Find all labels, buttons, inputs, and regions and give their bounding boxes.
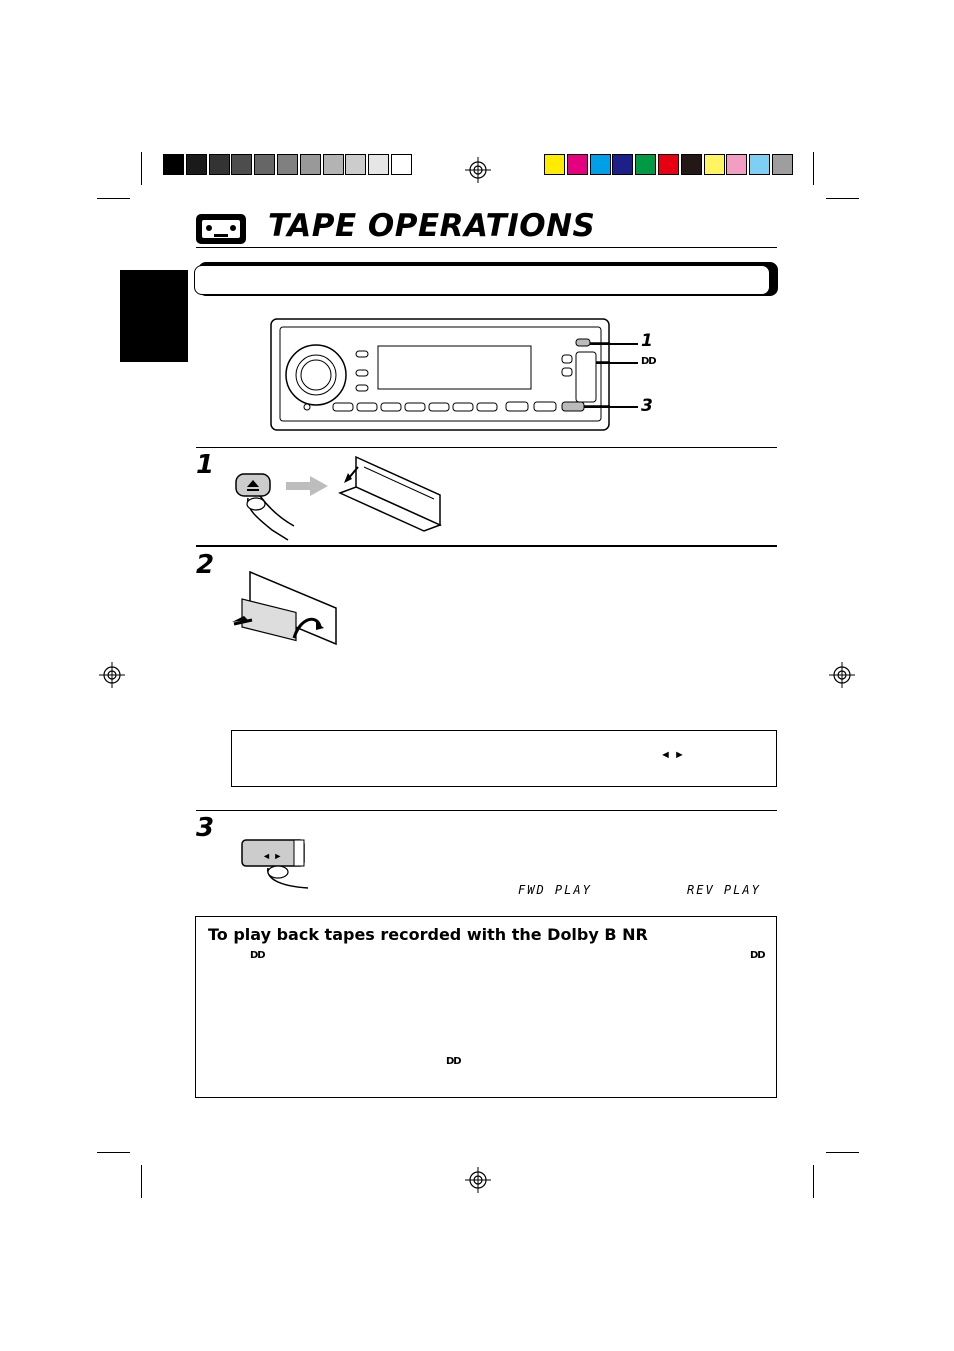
gray-swatch [345,154,367,175]
color-swatch [749,154,771,175]
crop-mark [97,198,130,199]
dolby-nr-box: To play back tapes recorded with the Dol… [195,916,777,1098]
color-swatch [772,154,793,175]
gray-swatch [391,154,412,175]
section-banner [194,262,778,298]
gray-swatch [163,154,184,175]
crop-mark [141,152,142,185]
callout-leader [596,362,638,364]
gray-swatch [299,154,321,175]
color-swatch [635,154,657,175]
color-swatch [544,154,565,175]
gray-swatch [231,154,253,175]
step-divider [196,545,777,547]
language-side-tab [120,270,188,362]
gray-swatch [368,154,390,175]
step-number: 2 [196,550,215,580]
callout-1: 1 [641,331,653,351]
step-number: 3 [196,813,215,843]
play-button-press-illustration [241,839,309,889]
color-swatch [612,154,634,175]
page-title: TAPE OPERATIONS [268,208,596,244]
color-swatch [726,154,748,175]
step2-note-box: ◄ ► [231,730,777,787]
registration-mark-icon [465,1167,491,1193]
dolby-mark-icon: DD [250,950,266,961]
step-number: 1 [196,450,215,480]
step-divider [196,447,777,448]
crop-mark [813,152,814,185]
crop-mark [97,1152,130,1153]
dolby-mark-icon: DD [446,1056,462,1067]
gray-swatch [322,154,344,175]
color-swatch [680,154,702,175]
gray-swatch [185,154,207,175]
color-swatch [566,154,588,175]
display-fwd-play: FWD PLAY [518,883,592,897]
eject-button-press-illustration [235,473,295,541]
cassette-icon [196,214,246,244]
play-direction-symbol: ◄ ► [660,749,685,761]
callout-leader [584,406,638,408]
crop-mark [826,1152,859,1153]
panel-open-illustration [338,455,442,532]
registration-mark-icon [465,157,491,183]
step-divider [196,810,777,811]
dolby-mark-icon: DD [641,356,657,367]
crop-mark [141,1165,142,1198]
dolby-mark-icon: DD [750,950,766,961]
arrow-right-icon [286,476,328,496]
color-swatch [589,154,611,175]
insert-cassette-illustration [232,570,337,646]
play-button-symbol: ◄ ► [262,851,283,861]
callout-3: 3 [641,396,653,416]
color-swatch [703,154,725,175]
crop-mark [813,1165,814,1198]
title-underline [196,247,777,248]
display-rev-play: REV PLAY [687,883,761,897]
callout-leader [590,343,638,345]
gray-swatch [254,154,276,175]
dolby-nr-heading: To play back tapes recorded with the Dol… [208,925,648,944]
crop-mark [826,198,859,199]
unit-front-panel-illustration [270,318,610,431]
color-swatch [658,154,679,175]
gray-swatch [277,154,298,175]
gray-swatch [208,154,230,175]
registration-mark-icon [99,662,125,688]
registration-mark-icon [829,662,855,688]
